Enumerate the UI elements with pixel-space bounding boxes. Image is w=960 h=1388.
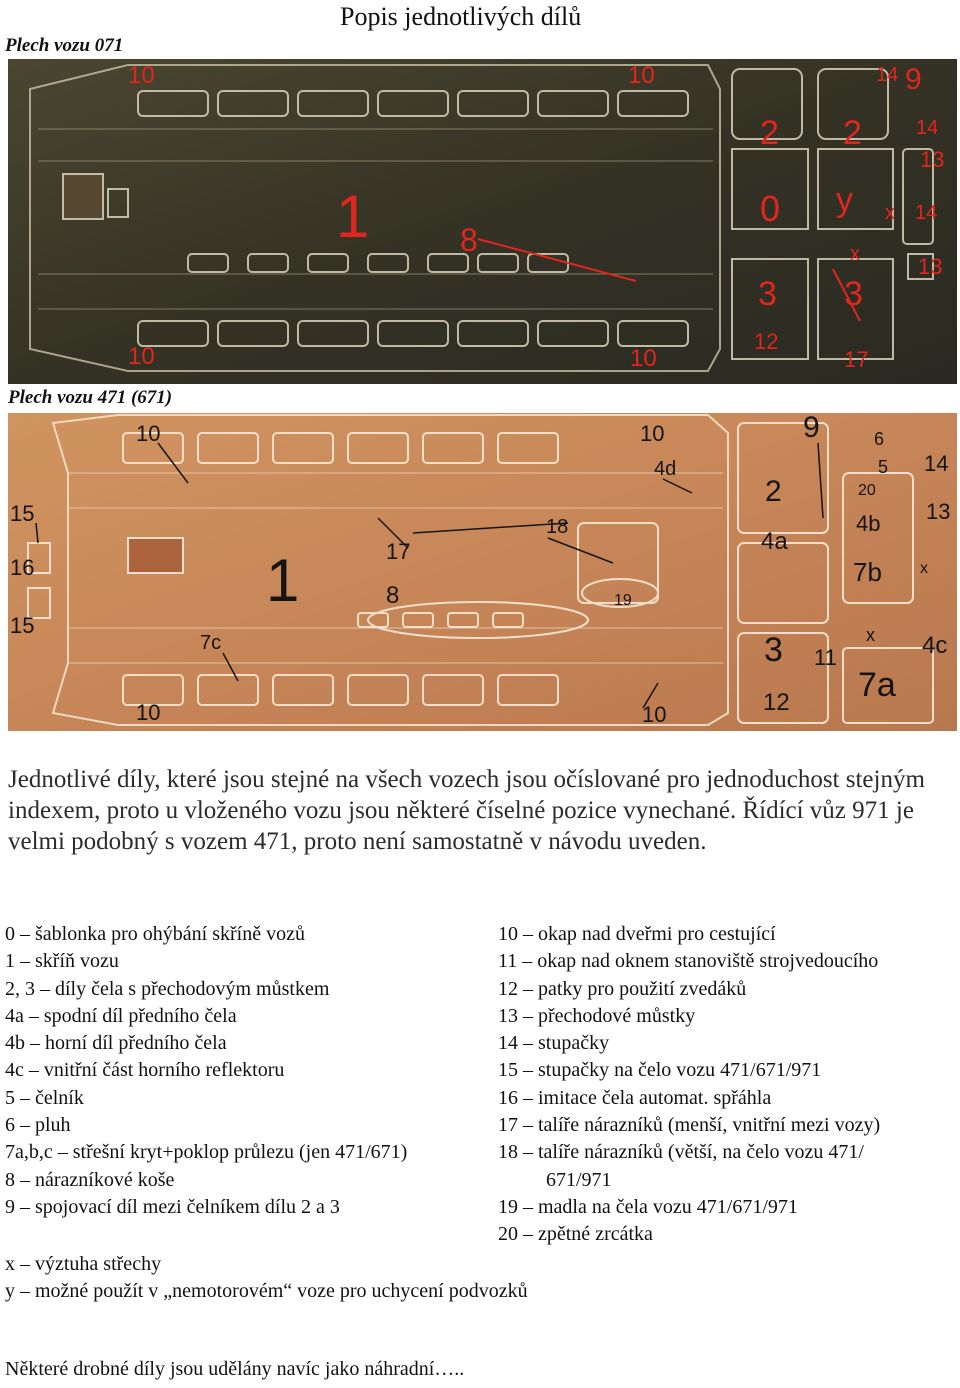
svg-text:x: x: [885, 202, 895, 224]
legend-item: 12 – patky pro použití zvedáků: [498, 977, 747, 1000]
legend-item: 11 – okap nad oknem stanoviště strojvedo…: [498, 950, 879, 973]
svg-text:9: 9: [905, 63, 922, 96]
legend-item: y – možné použít v „nemotorovém“ voze pr…: [5, 1280, 528, 1303]
svg-text:11: 11: [814, 645, 837, 670]
svg-text:10: 10: [128, 62, 155, 89]
svg-text:19: 19: [614, 592, 632, 609]
svg-text:15: 15: [10, 613, 34, 638]
window-row-bottom: [137, 320, 689, 347]
legend-item: 13 – přechodové můstky: [498, 1004, 696, 1027]
window-row-top: [137, 90, 689, 117]
legend-item: 16 – imitace čela automat. spřáhla: [498, 1086, 772, 1109]
svg-text:3: 3: [764, 631, 783, 669]
svg-text:7b: 7b: [853, 557, 882, 587]
svg-text:10: 10: [628, 62, 655, 89]
svg-text:6: 6: [874, 429, 884, 449]
svg-text:17: 17: [386, 539, 410, 564]
svg-text:18: 18: [546, 516, 568, 538]
page-title: Popis jednotlivých dílů: [340, 2, 582, 31]
legend-item: 10 – okap nad dveřmi pro cestující: [498, 923, 776, 945]
legend-item: 18 – talíře nárazníků (větší, na čelo vo…: [498, 1141, 864, 1164]
legend-item: 7a,b,c – střešní kryt+poklop průlezu (je…: [5, 1141, 408, 1164]
svg-text:9: 9: [803, 413, 820, 444]
legend-item: 4a – spodní díl předního čela: [5, 1004, 237, 1027]
legend-item: 19 – madla na čela vozu 471/671/971: [498, 1195, 798, 1218]
legend-item: 15 – stupačky na čelo vozu 471/671/971: [498, 1059, 822, 1082]
svg-text:14: 14: [916, 117, 938, 139]
svg-text:3: 3: [758, 275, 777, 313]
car-body-outline: [29, 64, 721, 372]
svg-text:x: x: [920, 560, 928, 577]
svg-text:10: 10: [136, 700, 160, 725]
svg-text:10: 10: [136, 421, 160, 446]
svg-text:4c: 4c: [922, 632, 947, 659]
svg-text:1: 1: [336, 183, 369, 250]
small-parts: [731, 68, 934, 360]
svg-text:5: 5: [878, 457, 888, 477]
svg-text:x: x: [850, 243, 860, 265]
sheet2-label: Plech vozu 471 (671): [8, 387, 173, 408]
legend-item: 2, 3 – díly čela s přechodovým můstkem: [5, 977, 330, 1000]
legend-item: 17 – talíře nárazníků (menší, vnitřní me…: [498, 1114, 881, 1137]
svg-text:10: 10: [630, 345, 657, 372]
legend-item: 9 – spojovací díl mezi čelníkem dílu 2 a…: [5, 1195, 340, 1218]
svg-text:7c: 7c: [200, 632, 221, 654]
parts-legend-bottom: x – výztuha střechy y – možné použít v „…: [5, 1251, 945, 1306]
legend-item-continuation: 671/971: [546, 1168, 612, 1191]
svg-text:17: 17: [844, 347, 868, 372]
legend-item: 20 – zpětné zrcátka: [498, 1223, 653, 1246]
svg-text:13: 13: [920, 147, 944, 172]
svg-text:10: 10: [640, 421, 664, 446]
etched-sheet-071-photo: 10 10 14 9 14 13 1 8 2 2 0 y x 14 x 13 3…: [8, 59, 957, 384]
legend-item: x – výztuha střechy: [5, 1253, 162, 1275]
svg-text:16: 16: [10, 555, 34, 580]
svg-text:y: y: [836, 181, 853, 219]
svg-text:14: 14: [924, 451, 948, 476]
svg-text:4d: 4d: [654, 458, 676, 480]
legend-item: 8 – nárazníkové koše: [5, 1168, 175, 1191]
legend-item: 4c – vnitřní část horního reflektoru: [5, 1059, 285, 1082]
svg-text:12: 12: [763, 689, 790, 716]
svg-text:15: 15: [10, 501, 34, 526]
svg-text:2: 2: [760, 114, 779, 152]
svg-text:4b: 4b: [856, 511, 880, 536]
legend-item: 6 – pluh: [5, 1114, 71, 1137]
legend-item: 4b – horní díl předního čela: [5, 1032, 227, 1055]
svg-text:2: 2: [765, 475, 782, 508]
svg-text:3: 3: [844, 275, 863, 313]
svg-text:8: 8: [460, 222, 478, 258]
intro-paragraph: Jednotlivé díly, které jsou stejné na vš…: [8, 766, 925, 855]
svg-text:1: 1: [266, 547, 299, 614]
svg-text:20: 20: [858, 482, 876, 499]
legend-item: 5 – čelník: [5, 1086, 84, 1109]
svg-text:8: 8: [386, 582, 399, 609]
svg-text:0: 0: [760, 188, 780, 229]
footer-note: Některé drobné díly jsou udělány navíc j…: [5, 1358, 465, 1380]
svg-text:13: 13: [926, 499, 950, 524]
sheet1-label: Plech vozu 071: [5, 35, 124, 56]
svg-text:10: 10: [642, 702, 666, 727]
svg-text:14: 14: [915, 202, 937, 224]
svg-text:4a: 4a: [761, 528, 788, 555]
parts-legend-right: 10 – okap nad dveřmi pro cestující 11 – …: [498, 921, 960, 1249]
svg-text:x: x: [866, 625, 875, 645]
legend-item: 0 – šablonka pro ohýbání skříně vozů: [5, 923, 305, 945]
legend-item: 14 – stupačky: [498, 1032, 610, 1055]
svg-text:2: 2: [843, 114, 862, 152]
legend-item: 1 – skříň vozu: [5, 950, 119, 973]
parts-legend-left: 0 – šablonka pro ohýbání skříně vozů 1 –…: [5, 921, 495, 1221]
svg-text:7a: 7a: [858, 666, 896, 704]
svg-text:14: 14: [876, 64, 898, 86]
svg-text:10: 10: [128, 343, 155, 370]
svg-text:12: 12: [754, 329, 778, 354]
svg-text:13: 13: [918, 254, 942, 279]
etched-sheet-471-photo: 10 10 9 6 14 4d 5 2 20 15 18 4a 4b 13 17…: [8, 413, 957, 731]
car-body-outline-471: [51, 414, 729, 726]
